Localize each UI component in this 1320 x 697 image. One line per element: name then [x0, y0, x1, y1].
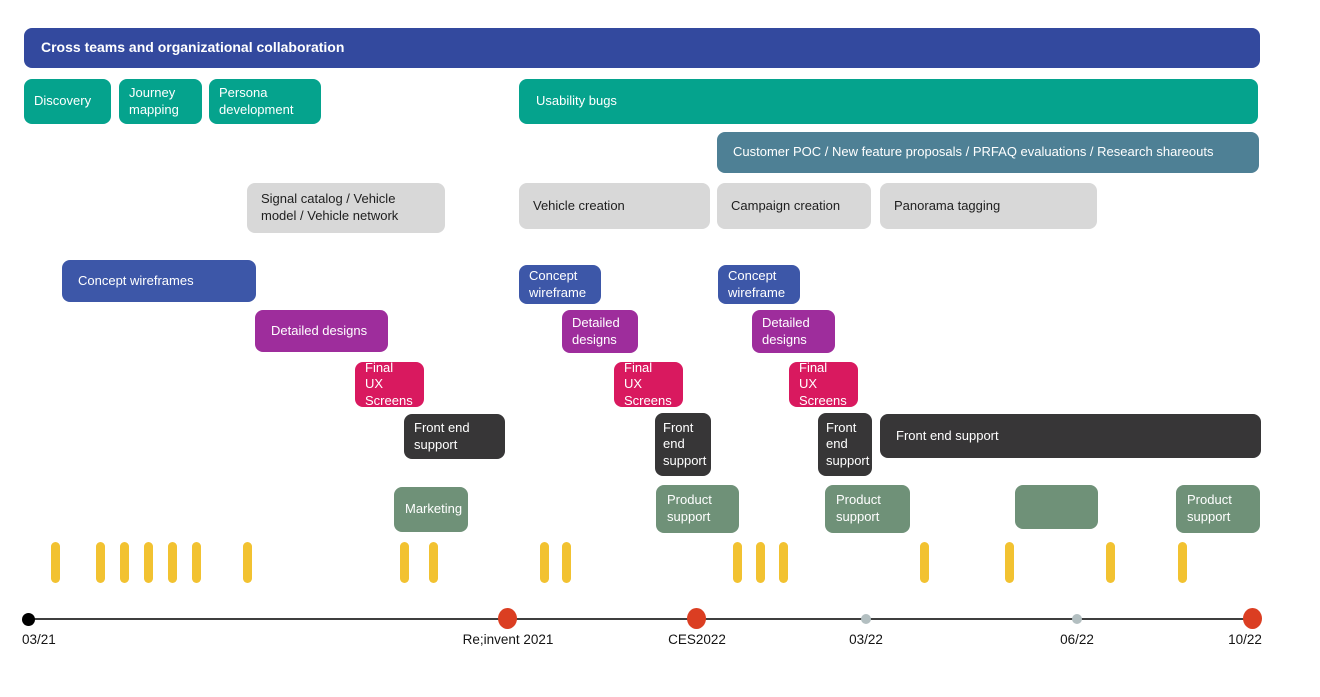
final-ux-screens-bar-3: Final UX Screens: [789, 360, 858, 408]
activity-tick: [756, 542, 765, 583]
signal-catalog-bar: Signal catalog / Vehicle model / Vehicle…: [247, 183, 445, 233]
activity-tick: [120, 542, 129, 583]
usability-bugs-bar: Usability bugs: [519, 79, 1258, 124]
front-end-support-bar-1: Front end support: [404, 414, 505, 459]
activity-tick: [1005, 542, 1014, 583]
discovery-bar: Discovery: [24, 79, 111, 124]
concept-wireframe-bar-2: Concept wireframe: [519, 265, 601, 304]
final-ux-screens-bar-1: Final UX Screens: [355, 360, 424, 408]
activity-tick: [96, 542, 105, 583]
concept-wireframes-bar-1: Concept wireframes: [62, 260, 256, 302]
milestone-label-reinvent-2021: Re;invent 2021: [462, 632, 554, 647]
vehicle-creation-bar: Vehicle creation: [519, 183, 710, 229]
milestone-label-06-22: 06/22: [1060, 632, 1094, 647]
activity-tick: [51, 542, 60, 583]
activity-tick: [429, 542, 438, 583]
final-ux-screens-bar-2: Final UX Screens: [614, 360, 683, 408]
milestone-label-ces2022: CES2022: [668, 632, 726, 647]
concept-wireframe-bar-3: Concept wireframe: [718, 265, 800, 304]
activity-tick: [400, 542, 409, 583]
panorama-tagging-bar: Panorama tagging: [880, 183, 1097, 229]
cross-teams-bar: Cross teams and organizational collabora…: [24, 28, 1260, 68]
activity-tick: [562, 542, 571, 583]
activity-tick: [1178, 542, 1187, 583]
marketing-bar: Marketing: [394, 487, 468, 532]
product-support-bar-1: Product support: [656, 485, 739, 533]
detailed-designs-bar-3: Detailed designs: [752, 310, 835, 353]
activity-tick: [540, 542, 549, 583]
milestone-label-03-21: 03/21: [22, 632, 56, 647]
activity-tick: [1106, 542, 1115, 583]
activity-tick: [733, 542, 742, 583]
activity-tick: [168, 542, 177, 583]
milestone-dot-reinvent-2021: [498, 608, 517, 629]
milestone-dot-06-22: [1072, 614, 1082, 624]
persona-development-bar: Persona development: [209, 79, 321, 124]
activity-tick: [920, 542, 929, 583]
detailed-designs-bar-1: Detailed designs: [255, 310, 388, 352]
campaign-creation-bar: Campaign creation: [717, 183, 871, 229]
product-support-bar-2: Product support: [825, 485, 910, 533]
milestone-label-03-22: 03/22: [849, 632, 883, 647]
milestone-dot-ces2022: [687, 608, 706, 629]
activity-tick: [779, 542, 788, 583]
front-end-support-bar-2: Front end support: [655, 413, 711, 476]
product-support-bar-3: Product support: [1176, 485, 1260, 533]
activity-tick: [144, 542, 153, 583]
customer-poc-bar: Customer POC / New feature proposals / P…: [717, 132, 1259, 173]
milestone-label-10-22: 10/22: [1228, 632, 1262, 647]
front-end-support-bar-4: Front end support: [880, 414, 1261, 458]
activity-tick: [192, 542, 201, 583]
front-end-support-bar-3: Front end support: [818, 413, 872, 476]
milestone-dot-10-22: [1243, 608, 1262, 629]
detailed-designs-bar-2: Detailed designs: [562, 310, 638, 353]
timeline-axis: [28, 618, 1254, 620]
milestone-dot-03-21: [22, 613, 35, 626]
activity-tick: [243, 542, 252, 583]
journey-mapping-bar: Journey mapping: [119, 79, 202, 124]
support-bar-unlabeled: [1015, 485, 1098, 529]
milestone-dot-03-22: [861, 614, 871, 624]
